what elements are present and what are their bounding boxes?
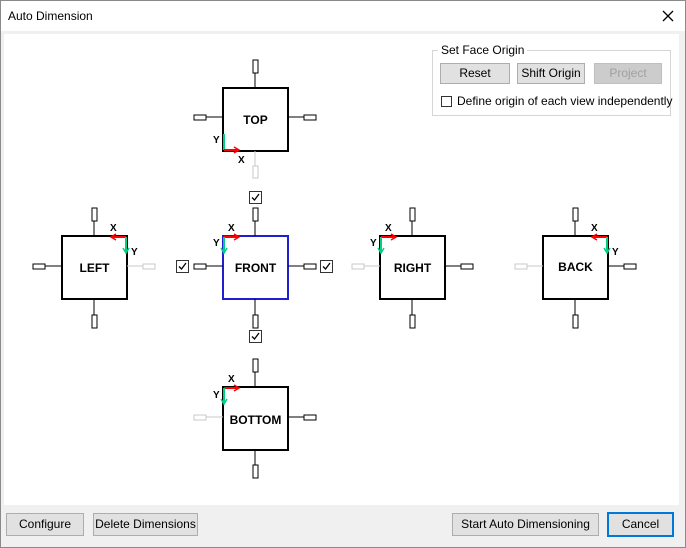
handle-bottom-e (303, 414, 317, 421)
delete-dimensions-button[interactable]: Delete Dimensions (93, 513, 198, 536)
handle-right-n (409, 207, 416, 222)
top-handles[interactable] (193, 59, 317, 179)
view-right[interactable]: RIGHT (379, 235, 446, 300)
handle-top-e (303, 114, 317, 121)
front-y-label: Y (213, 238, 220, 249)
top-axes-icon: Y X (213, 134, 245, 166)
check-icon (251, 193, 260, 201)
handle-top-s (252, 165, 259, 179)
configure-button[interactable]: Configure (6, 513, 84, 536)
project-button[interactable]: Project (594, 63, 662, 84)
check-icon (251, 332, 260, 340)
back-y-label: Y (612, 247, 619, 258)
bottom-y-label: Y (213, 390, 220, 401)
handle-top-n (252, 59, 259, 74)
handle-right-s (409, 314, 416, 329)
right-handles[interactable] (351, 207, 474, 329)
handle-bottom-w (193, 414, 207, 421)
checkbox-top-view[interactable] (249, 191, 262, 204)
handle-right-w (351, 263, 365, 270)
left-axes-icon: X Y (109, 223, 138, 258)
face-origin-group-label: Set Face Origin (438, 43, 528, 57)
back-x-label: X (591, 223, 598, 234)
handle-front-e (303, 263, 317, 270)
title-bar: Auto Dimension (1, 1, 685, 31)
front-handles[interactable] (193, 207, 317, 329)
back-handles[interactable] (514, 207, 637, 329)
view-top-label: TOP (243, 113, 267, 127)
view-bottom-label: BOTTOM (230, 413, 282, 427)
handle-front-n (252, 207, 259, 222)
right-y-label: Y (370, 238, 377, 249)
window-title: Auto Dimension (8, 9, 93, 23)
handle-left-e (142, 263, 156, 270)
checkbox-right-view[interactable] (320, 260, 333, 273)
check-icon (322, 262, 331, 270)
checkbox-left-view[interactable] (176, 260, 189, 273)
handle-front-w (193, 263, 207, 270)
front-x-label: X (228, 223, 235, 234)
define-origin-independently-checkbox[interactable] (441, 96, 452, 107)
top-x-label: X (238, 155, 245, 166)
reset-button[interactable]: Reset (440, 63, 510, 84)
start-auto-dimensioning-button[interactable]: Start Auto Dimensioning (452, 513, 599, 536)
define-origin-independently-label: Define origin of each view independently (457, 94, 673, 108)
handle-left-n (91, 207, 98, 222)
left-y-label: Y (131, 247, 138, 258)
view-front-label: FRONT (235, 261, 277, 275)
view-top[interactable]: TOP (222, 87, 289, 152)
bottom-axes-icon: X Y (213, 374, 241, 406)
cancel-button[interactable]: Cancel (607, 512, 674, 537)
handle-front-s (252, 314, 259, 329)
handle-top-w (193, 114, 207, 121)
view-left-label: LEFT (80, 261, 111, 275)
view-right-label: RIGHT (394, 261, 432, 275)
right-axes-icon: X Y (370, 223, 398, 255)
bottom-x-label: X (228, 374, 235, 385)
handle-back-w (514, 263, 528, 270)
view-bottom[interactable]: BOTTOM (222, 386, 289, 451)
front-axes-icon: X Y (213, 223, 241, 255)
handle-left-w (32, 263, 46, 270)
top-y-label: Y (213, 135, 220, 146)
handle-right-e (460, 263, 474, 270)
close-icon[interactable] (657, 5, 679, 27)
bottom-handles[interactable] (193, 358, 317, 479)
back-axes-icon: X Y (590, 223, 619, 258)
view-back-label: BACK (558, 260, 593, 274)
handle-bottom-s (252, 464, 259, 479)
check-icon (178, 262, 187, 270)
view-back[interactable]: BACK (542, 235, 609, 300)
handle-back-s (572, 314, 579, 329)
handle-back-e (623, 263, 637, 270)
handle-back-n (572, 207, 579, 222)
right-x-label: X (385, 223, 392, 234)
handle-left-s (91, 314, 98, 329)
left-x-label: X (110, 223, 117, 234)
checkbox-bottom-view[interactable] (249, 330, 262, 343)
shift-origin-button[interactable]: Shift Origin (517, 63, 585, 84)
view-front[interactable]: FRONT (222, 235, 289, 300)
view-left[interactable]: LEFT (61, 235, 128, 300)
handle-bottom-n (252, 358, 259, 373)
left-handles[interactable] (32, 207, 156, 329)
